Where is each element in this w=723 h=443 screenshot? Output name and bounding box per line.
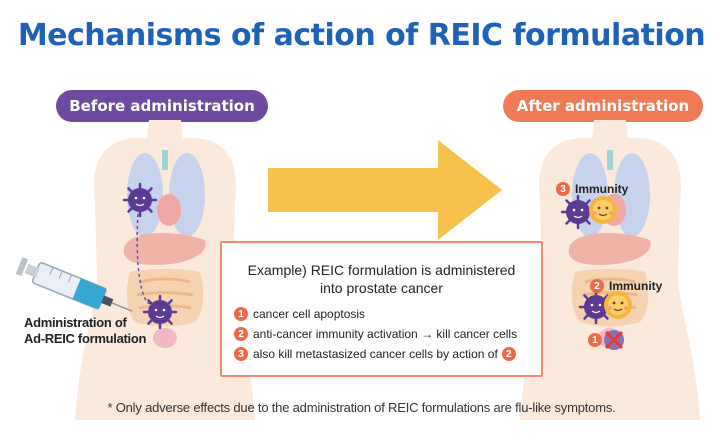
after-lower-immune-cell-icon [603, 290, 633, 320]
lower-immunity-number-badge: 2 [590, 279, 604, 293]
upper-immunity-number-badge: 3 [556, 182, 570, 196]
before-lower-cancer-cell-icon [142, 294, 178, 330]
lower-immunity-label: 2 Immunity [590, 279, 662, 293]
example-item-1: 1 cancer cell apoptosis [234, 307, 365, 321]
upper-immunity-label: 3 Immunity [556, 182, 628, 196]
footnote: * Only adverse effects due to the admini… [107, 400, 616, 415]
example-item-3: 3 also kill metastasized cancer cells by… [234, 347, 516, 361]
after-torso-figure [520, 120, 700, 420]
before-administration-badge: Before administration [56, 90, 268, 122]
before-upper-cancer-cell-icon [122, 182, 158, 218]
dead-cancer-cell-icon [604, 330, 624, 350]
apoptosis-marker: 1 [588, 333, 607, 347]
after-upper-immune-cell-icon [588, 195, 618, 225]
after-administration-badge: After administration [503, 90, 703, 122]
page-title: Mechanisms of action of REIC formulation [17, 18, 706, 53]
example-title: Example) REIC formulation is administere… [247, 262, 516, 296]
big-arrow-icon [268, 140, 502, 240]
metastasis-path [136, 213, 151, 305]
example-item-2: 2 anti-cancer immunity activation → kill… [234, 327, 517, 341]
administration-label: Administration of Ad-REIC formulation [24, 315, 147, 346]
example-box: Example) REIC formulation is administere… [220, 241, 543, 377]
syringe-icon [15, 257, 133, 312]
apoptosis-number-badge: 1 [588, 333, 602, 347]
